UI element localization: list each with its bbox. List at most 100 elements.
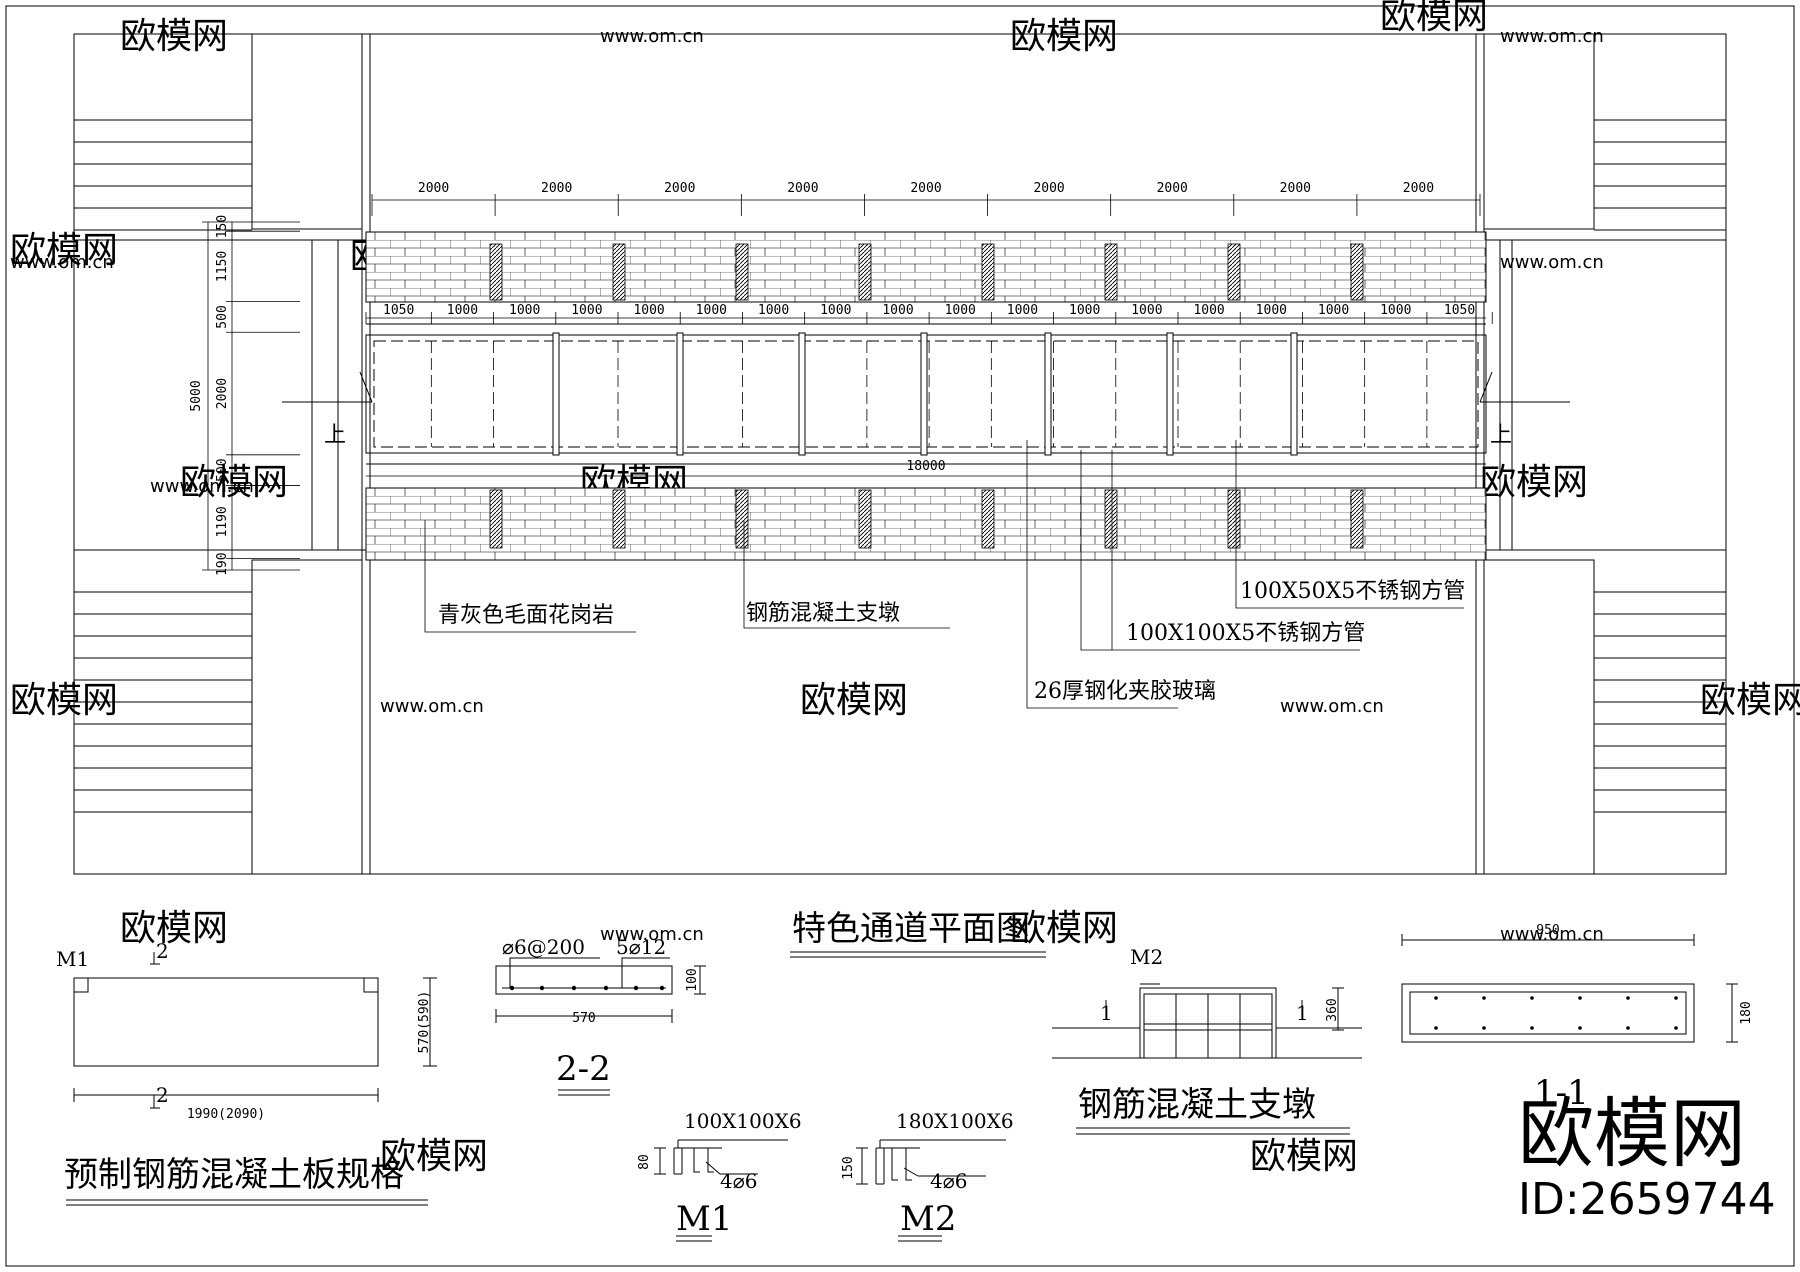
m2-drawing bbox=[856, 1139, 1006, 1242]
watermark-text: 欧模网 bbox=[10, 230, 118, 271]
plan-title: 特色通道平面图 bbox=[792, 909, 1030, 949]
segment-dim-text: 1000 bbox=[758, 303, 789, 318]
segment-dim-text: 1000 bbox=[1131, 303, 1162, 318]
label-tube-50: 100X50X5不锈钢方管 bbox=[1240, 579, 1465, 604]
segment-dim-text: 1000 bbox=[1069, 303, 1100, 318]
left-total-dim-text: 5000 bbox=[189, 380, 204, 411]
leader-lines bbox=[424, 440, 1464, 709]
pier-top bbox=[858, 243, 872, 301]
pier-top bbox=[612, 243, 626, 301]
pier-detail-title: 钢筋混凝土支墩 bbox=[1078, 1085, 1316, 1125]
left-building-bottom bbox=[251, 559, 363, 875]
steel-tube-post bbox=[798, 332, 806, 456]
m1-rebar: 4⌀6 bbox=[720, 1169, 758, 1193]
granite-strip-top bbox=[365, 231, 1487, 303]
left-dim-text: 2000 bbox=[215, 378, 230, 409]
watermark-text: 欧模网 bbox=[120, 16, 228, 57]
label-glass: 26厚钢化夹胶玻璃 bbox=[1034, 679, 1216, 704]
watermark-text: 欧模网 bbox=[1010, 908, 1118, 949]
slab-width-dim: 1990(2090) bbox=[187, 1107, 265, 1122]
watermark-url: www.om.cn bbox=[150, 476, 254, 497]
left-dim-text: 500 bbox=[215, 305, 230, 328]
m2-rebar: 4⌀6 bbox=[930, 1169, 968, 1193]
pier-bottom bbox=[1104, 489, 1118, 549]
m1-height-dim: 80 bbox=[637, 1154, 652, 1170]
section-2-2-rebar-right: 5⌀12 bbox=[616, 935, 666, 959]
segment-dim-text: 1000 bbox=[447, 303, 478, 318]
right-building-top bbox=[1483, 33, 1595, 230]
top-dim-text: 2000 bbox=[1033, 181, 1064, 196]
stair-steps bbox=[74, 119, 1726, 813]
section-1-1-width-dim: 950 bbox=[1536, 923, 1559, 938]
m1-spec: 100X100X6 bbox=[684, 1109, 802, 1133]
label-granite: 青灰色毛面花岗岩 bbox=[438, 603, 614, 628]
section-1-1-drawing bbox=[1401, 934, 1738, 1043]
slab-section-top: 2 bbox=[156, 939, 169, 963]
top-dim-text: 2000 bbox=[418, 181, 449, 196]
watermark-text: 欧模网 bbox=[1010, 16, 1118, 57]
m1-title: M1 bbox=[676, 1199, 732, 1239]
left-dim-text: 1190 bbox=[215, 506, 230, 537]
watermark-text: 欧模网 bbox=[1250, 1136, 1358, 1177]
m2-height-dim: 150 bbox=[841, 1156, 856, 1179]
steel-tube-post bbox=[1044, 332, 1052, 456]
slab-section-bottom: 2 bbox=[156, 1083, 169, 1107]
glass-panel-frames bbox=[430, 332, 1428, 456]
m2-title: M2 bbox=[900, 1199, 956, 1239]
pier-detail-cut-right: 1 bbox=[1296, 1001, 1309, 1025]
plan-view bbox=[73, 33, 1727, 875]
pier-bottom bbox=[489, 489, 503, 549]
m1-drawing bbox=[654, 1139, 788, 1242]
top-dim-text: 2000 bbox=[910, 181, 941, 196]
segment-dim-text: 1050 bbox=[1444, 303, 1475, 318]
pier-bottom bbox=[981, 489, 995, 549]
up-arrow-right bbox=[1479, 371, 1570, 403]
watermark-url: www.om.cn bbox=[1280, 696, 1384, 717]
brand-logo: 欧模网 bbox=[1518, 1089, 1746, 1178]
watermark-text: 欧模网 bbox=[10, 680, 118, 721]
steel-tube-post bbox=[1290, 332, 1298, 456]
pier-bottom bbox=[1227, 489, 1241, 549]
slab-title: 预制钢筋混凝土板规格 bbox=[64, 1155, 404, 1195]
top-dim-text: 2000 bbox=[787, 181, 818, 196]
total-length-dim: 18000 bbox=[906, 459, 945, 474]
watermark-text: 欧模网 bbox=[1700, 680, 1800, 721]
up-arrow-left bbox=[282, 371, 373, 403]
steel-tube-post bbox=[676, 332, 684, 456]
sheet-border bbox=[5, 5, 1795, 1267]
segment-dim-text: 1000 bbox=[696, 303, 727, 318]
watermark-url: www.om.cn bbox=[600, 924, 704, 945]
section-2-2-width-dim: 570 bbox=[572, 1011, 595, 1026]
slab-spec-drawing bbox=[66, 952, 437, 1206]
m2-spec: 180X100X6 bbox=[896, 1109, 1014, 1133]
segment-dim-text: 1000 bbox=[1007, 303, 1038, 318]
watermark-text: 欧模网 bbox=[800, 680, 908, 721]
watermark-text: 欧模网 bbox=[1380, 0, 1488, 37]
section-1-1-title: 1-1 bbox=[1534, 1073, 1589, 1113]
segment-dim-text: 1000 bbox=[1380, 303, 1411, 318]
steel-tube-post bbox=[920, 332, 928, 456]
section-2-2-title: 2-2 bbox=[556, 1049, 611, 1089]
slab-m1-tag: M1 bbox=[56, 947, 89, 971]
watermark-url: www.om.cn bbox=[380, 696, 484, 717]
left-dim-text: 1150 bbox=[215, 251, 230, 282]
right-building-bottom bbox=[1483, 559, 1595, 875]
watermark-url: www.om.cn bbox=[1500, 26, 1604, 47]
watermark-text: 欧模网 bbox=[380, 1136, 488, 1177]
steel-tube-post bbox=[1166, 332, 1174, 456]
top-dim-text: 2000 bbox=[1403, 181, 1434, 196]
up-label-left: 上 bbox=[324, 423, 346, 448]
pier-bottom bbox=[612, 489, 626, 549]
pier-detail-height-dim: 360 bbox=[1325, 998, 1340, 1021]
top-dim-text: 2000 bbox=[1157, 181, 1188, 196]
segment-dim-text: 1000 bbox=[945, 303, 976, 318]
pier-top bbox=[1227, 243, 1241, 301]
pier-top bbox=[735, 243, 749, 301]
segment-dim-text: 1000 bbox=[633, 303, 664, 318]
pier-top bbox=[489, 243, 503, 301]
pier-detail-cut-left: 1 bbox=[1100, 1001, 1113, 1025]
concrete-piers bbox=[489, 243, 1364, 549]
left-dim-text: 190 bbox=[215, 552, 230, 575]
pier-top bbox=[1350, 243, 1364, 301]
